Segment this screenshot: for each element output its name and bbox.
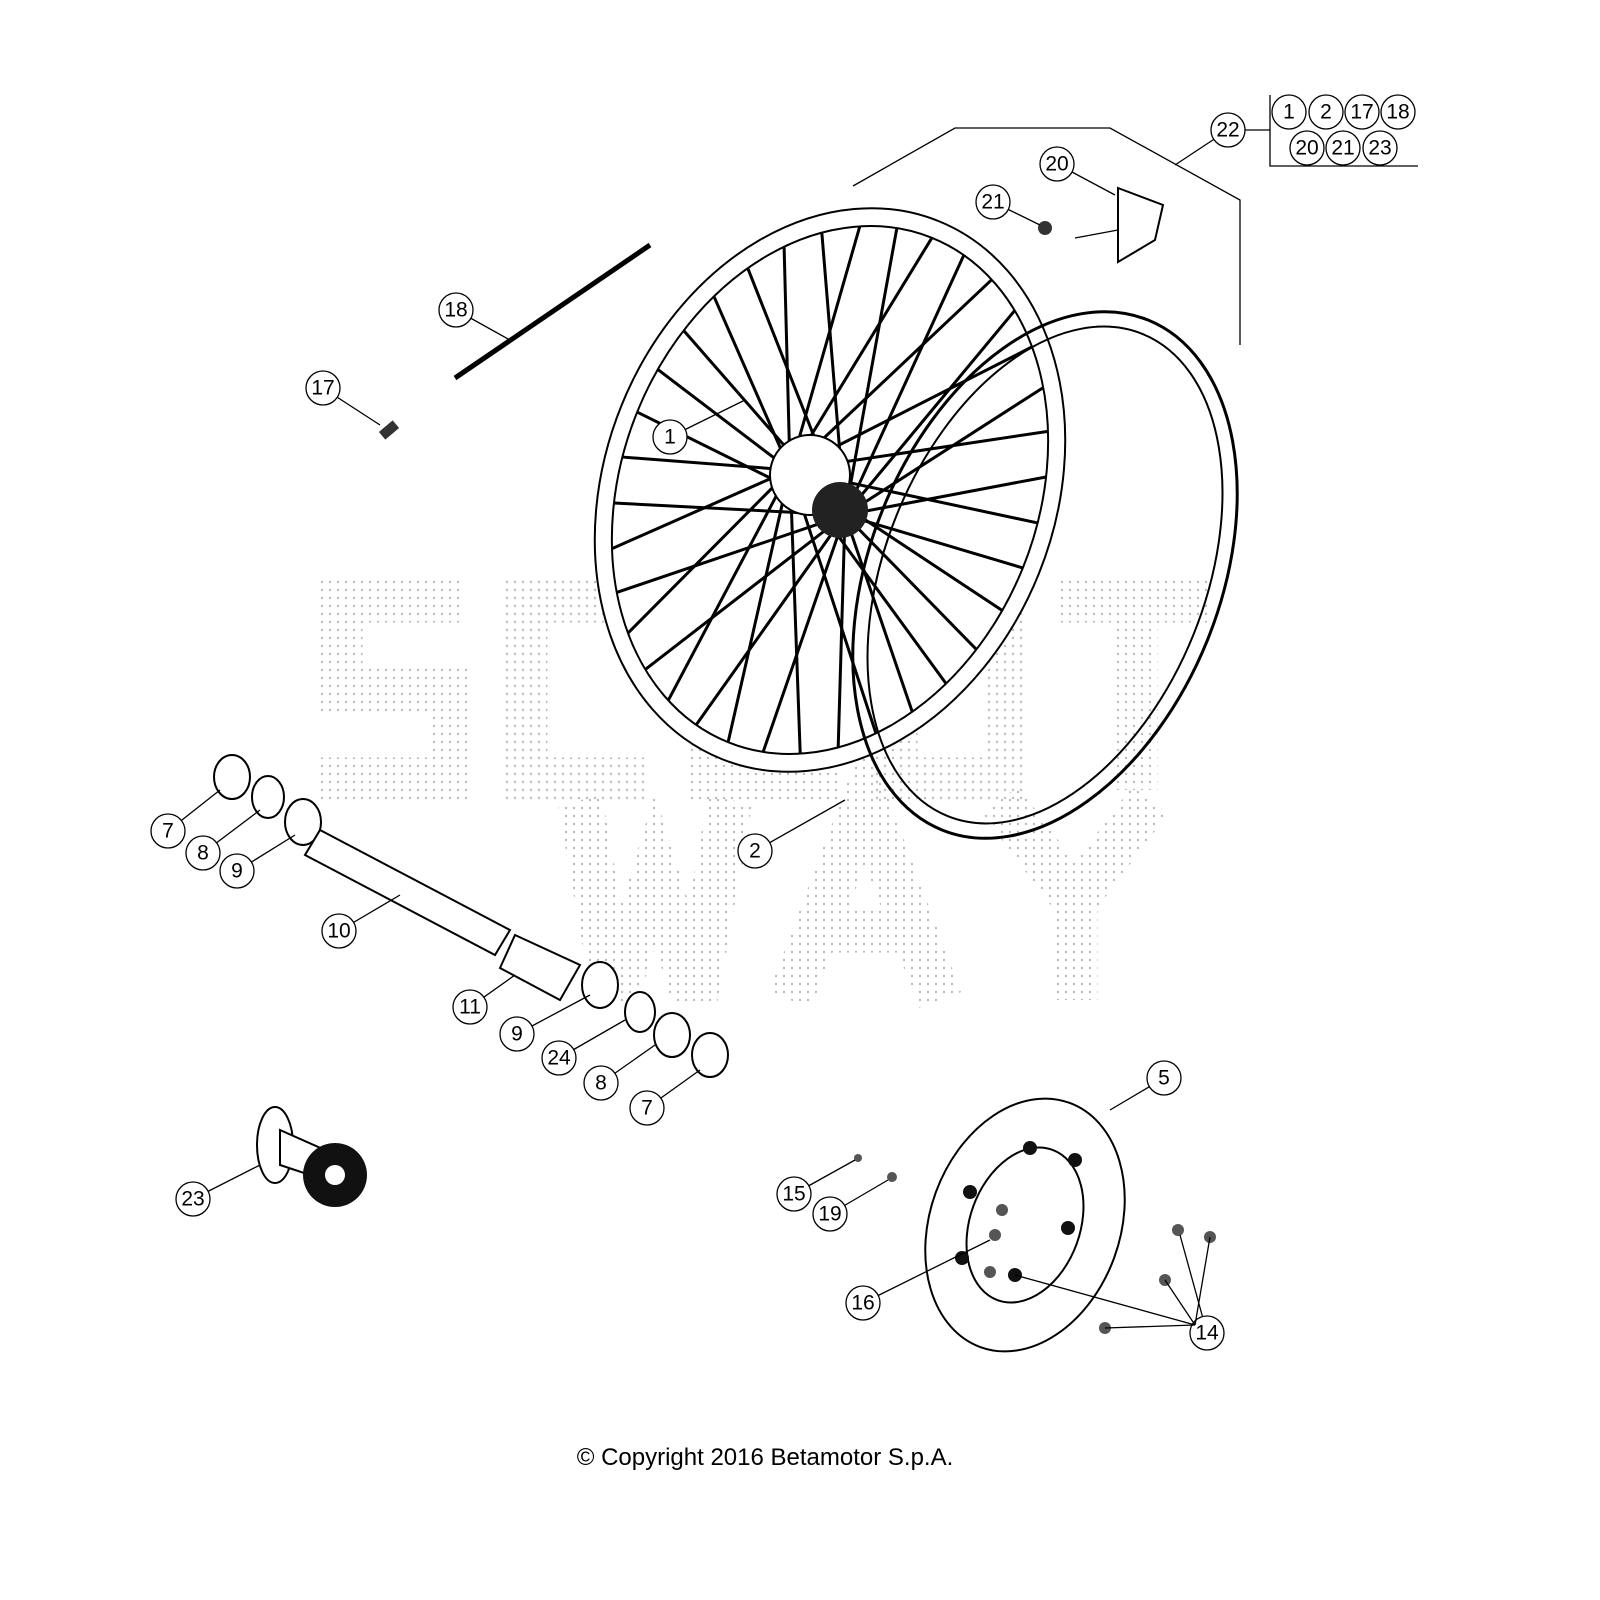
callout-19[interactable]: 19 bbox=[812, 1179, 889, 1232]
kit-item-18: 18 bbox=[1380, 94, 1416, 130]
svg-text:1: 1 bbox=[1283, 101, 1295, 124]
callout-label: 21 bbox=[981, 191, 1004, 214]
callout-label: 1 bbox=[664, 426, 676, 449]
svg-text:20: 20 bbox=[1295, 137, 1318, 160]
bolt-17 bbox=[378, 420, 400, 440]
callout-label: 8 bbox=[197, 842, 209, 865]
svg-text:21: 21 bbox=[1331, 137, 1354, 160]
callout-22[interactable]: 22 bbox=[1174, 112, 1246, 166]
callout-8[interactable]: 8 bbox=[583, 1044, 656, 1101]
callout-label: 9 bbox=[231, 860, 243, 883]
callout-8[interactable]: 8 bbox=[185, 809, 261, 871]
watermark-letter bbox=[1060, 577, 1210, 790]
spoke bbox=[782, 246, 792, 471]
callout-21[interactable]: 21 bbox=[975, 184, 1041, 226]
callout-14[interactable]: 14 bbox=[1179, 1234, 1225, 1351]
brake-disc bbox=[854, 1097, 1216, 1353]
callout-label: 7 bbox=[641, 1097, 653, 1120]
callout-18[interactable]: 18 bbox=[438, 292, 511, 341]
callout-label: 16 bbox=[851, 1292, 874, 1315]
callout-label: 24 bbox=[547, 1047, 571, 1070]
watermark-letter bbox=[317, 577, 473, 803]
rim-lock bbox=[1038, 186, 1165, 264]
spoke-tool bbox=[453, 242, 652, 381]
kit-bracket bbox=[852, 95, 1418, 345]
callout-11[interactable]: 11 bbox=[452, 974, 516, 1025]
callout-9[interactable]: 9 bbox=[499, 994, 591, 1052]
watermark-letter bbox=[768, 735, 962, 1008]
spoke bbox=[761, 514, 847, 753]
callout-10[interactable]: 10 bbox=[321, 894, 401, 949]
axle-assembly bbox=[213, 754, 729, 1078]
spoke bbox=[611, 468, 791, 550]
callout-label: 11 bbox=[459, 996, 481, 1019]
callout-label: 20 bbox=[1045, 153, 1068, 176]
callout-label: 9 bbox=[511, 1023, 523, 1046]
callout-label: 18 bbox=[444, 299, 467, 322]
svg-text:2: 2 bbox=[1320, 101, 1332, 124]
callout-20[interactable]: 20 bbox=[1039, 146, 1116, 196]
spoke bbox=[843, 254, 966, 516]
watermark-letter bbox=[982, 786, 1168, 1000]
callout-label: 14 bbox=[1195, 1322, 1219, 1345]
callout-1[interactable]: 1 bbox=[652, 399, 746, 455]
callout-label: 7 bbox=[162, 820, 174, 843]
callout-label: 5 bbox=[1158, 1067, 1170, 1090]
spoke bbox=[666, 469, 792, 702]
callout-label: 17 bbox=[311, 377, 334, 400]
spoke bbox=[626, 468, 792, 635]
callout-2[interactable]: 2 bbox=[737, 799, 846, 869]
copyright-text: © Copyright 2016 Betamotor S.p.A. bbox=[576, 1444, 954, 1471]
tire bbox=[851, 310, 1239, 840]
svg-text:18: 18 bbox=[1386, 101, 1409, 124]
hub bbox=[256, 1106, 367, 1207]
callout-label: 10 bbox=[327, 920, 350, 943]
kit-item-20: 20 bbox=[1289, 130, 1325, 166]
spoke bbox=[843, 513, 978, 651]
svg-text:17: 17 bbox=[1350, 101, 1373, 124]
callout-label: 19 bbox=[818, 1203, 841, 1226]
callout-label: 23 bbox=[181, 1188, 204, 1211]
spoke bbox=[843, 227, 899, 516]
spoke bbox=[622, 455, 791, 472]
callout-24[interactable]: 24 bbox=[541, 1019, 626, 1076]
spoke bbox=[644, 513, 846, 671]
watermark-letter bbox=[502, 577, 645, 803]
callout-7[interactable]: 7 bbox=[629, 1069, 701, 1126]
callout-label: 8 bbox=[595, 1072, 607, 1095]
spoke bbox=[843, 514, 914, 713]
spoke bbox=[843, 309, 1016, 516]
callout-7[interactable]: 7 bbox=[150, 789, 221, 849]
spoke bbox=[788, 225, 862, 471]
callout-5[interactable]: 5 bbox=[1109, 1060, 1182, 1111]
spoke bbox=[844, 386, 1045, 517]
kit-item-21: 21 bbox=[1325, 130, 1361, 166]
kit-item-2: 2 bbox=[1308, 94, 1344, 130]
svg-text:23: 23 bbox=[1368, 137, 1391, 160]
wheel-rim bbox=[593, 207, 1067, 773]
callout-23[interactable]: 23 bbox=[175, 1164, 261, 1217]
spoke bbox=[788, 469, 802, 754]
kit-item-23: 23 bbox=[1362, 130, 1398, 166]
watermark-letter bbox=[557, 793, 753, 1007]
callout-label: 22 bbox=[1216, 119, 1239, 142]
callout-17[interactable]: 17 bbox=[305, 370, 381, 426]
spoke bbox=[656, 368, 791, 472]
callout-16[interactable]: 16 bbox=[845, 1239, 991, 1321]
callout-label: 15 bbox=[782, 1183, 805, 1206]
spoke bbox=[844, 475, 1047, 517]
spoke bbox=[844, 513, 1024, 570]
callout-15[interactable]: 15 bbox=[776, 1159, 856, 1212]
kit-item-1: 1 bbox=[1271, 94, 1307, 130]
spoke bbox=[836, 514, 847, 748]
spoke bbox=[726, 469, 792, 743]
callout-label: 2 bbox=[749, 840, 761, 863]
callout-9[interactable]: 9 bbox=[219, 834, 296, 889]
spoke bbox=[616, 513, 846, 594]
kit-item-17: 17 bbox=[1344, 94, 1380, 130]
spoke bbox=[788, 237, 934, 471]
spoke bbox=[694, 514, 847, 726]
spoke bbox=[712, 295, 792, 471]
